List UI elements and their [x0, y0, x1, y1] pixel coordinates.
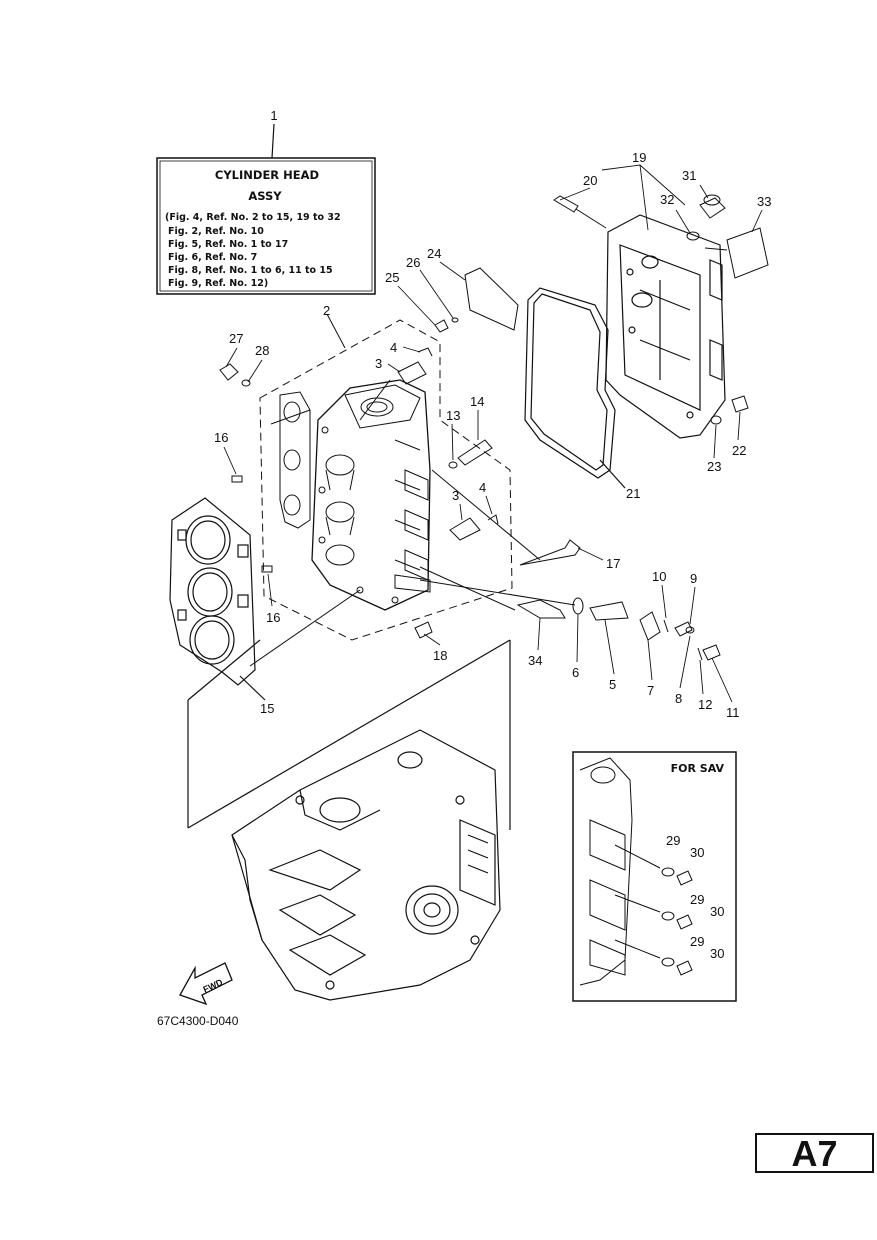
- callout-11: 11: [726, 705, 740, 720]
- callout-15: 15: [260, 701, 274, 716]
- for-sav-inset: FOR SAV: [572, 751, 737, 1002]
- callout-4a: 4: [390, 340, 397, 355]
- callout-numbers: 19 20 31 32 33 24 25 26 2 27 28 4 3 14 1…: [214, 150, 771, 961]
- inset-title: FOR SAV: [671, 762, 725, 775]
- drawing-code: 67C4300-D040: [157, 1014, 239, 1028]
- assy-line-6: Fig. 9, Ref. No. 12): [168, 278, 268, 289]
- callout-7: 7: [647, 683, 654, 698]
- cover-gasket: [524, 287, 626, 489]
- callout-21: 21: [626, 486, 640, 501]
- callout-24: 24: [427, 246, 441, 261]
- callout-4b: 4: [479, 480, 486, 495]
- callout-10: 10: [652, 569, 666, 584]
- assy-title-line2: ASSY: [248, 189, 282, 203]
- callout-2: 2: [323, 303, 330, 318]
- callout-14: 14: [470, 394, 484, 409]
- fwd-arrow: FWD: [179, 962, 233, 1006]
- callout-19: 19: [632, 150, 646, 165]
- callout-17: 17: [606, 556, 620, 571]
- assy-line-2: Fig. 2, Ref. No. 10: [168, 226, 264, 237]
- callout-23: 23: [707, 459, 721, 474]
- cylinder-head-assembly: [259, 313, 513, 641]
- callout-32: 32: [660, 192, 674, 207]
- callout-12: 12: [698, 697, 712, 712]
- callout-3b: 3: [452, 488, 459, 503]
- callout-33: 33: [757, 194, 771, 209]
- assy-ref-number: 1: [270, 108, 277, 123]
- page-tag: A7: [755, 1133, 874, 1173]
- assy-box: 1 CYLINDER HEAD ASSY (Fig. 4, Ref. No. 2…: [156, 108, 376, 295]
- callout-31: 31: [682, 168, 696, 183]
- callout-30b: 30: [710, 904, 724, 919]
- head-gasket: [169, 497, 266, 701]
- callout-26: 26: [406, 255, 420, 270]
- assy-line-5: Fig. 8, Ref. No. 1 to 6, 11 to 15: [168, 265, 333, 276]
- callout-30a: 30: [690, 845, 704, 860]
- callout-6: 6: [572, 665, 579, 680]
- callout-25: 25: [385, 270, 399, 285]
- callout-18: 18: [433, 648, 447, 663]
- assy-line-3: Fig. 5, Ref. No. 1 to 17: [168, 239, 288, 250]
- callout-16a: 16: [214, 430, 228, 445]
- assy-line-1: (Fig. 4, Ref. No. 2 to 15, 19 to 32: [165, 212, 341, 223]
- callout-5: 5: [609, 677, 616, 692]
- callout-9: 9: [690, 571, 697, 586]
- callout-29c: 29: [690, 934, 704, 949]
- callout-20: 20: [583, 173, 597, 188]
- callout-3a: 3: [375, 356, 382, 371]
- callout-28: 28: [255, 343, 269, 358]
- cylinder-block: [187, 639, 511, 1001]
- small-parts: [219, 194, 769, 667]
- callout-leaders: [223, 164, 763, 703]
- callout-27: 27: [229, 331, 243, 346]
- cylinder-head-cover: [605, 214, 726, 439]
- callout-8: 8: [675, 691, 682, 706]
- callout-29b: 29: [690, 892, 704, 907]
- callout-13: 13: [446, 408, 460, 423]
- assy-title-line1: CYLINDER HEAD: [215, 168, 319, 182]
- callout-30c: 30: [710, 946, 724, 961]
- callout-22: 22: [732, 443, 746, 458]
- callout-29a: 29: [666, 833, 680, 848]
- callout-34: 34: [528, 653, 542, 668]
- assy-line-4: Fig. 6, Ref. No. 7: [168, 252, 257, 263]
- callout-16b: 16: [266, 610, 280, 625]
